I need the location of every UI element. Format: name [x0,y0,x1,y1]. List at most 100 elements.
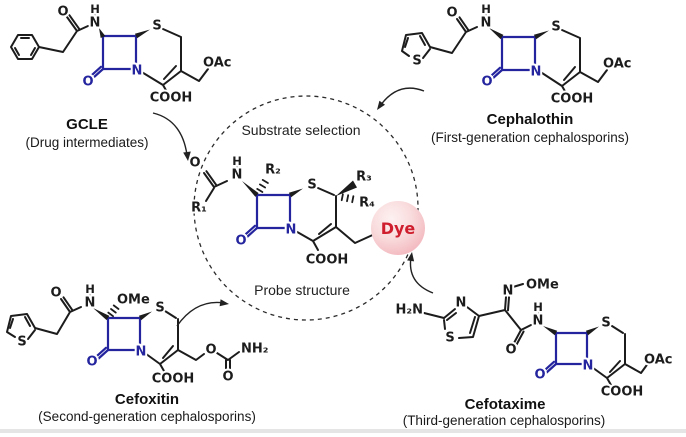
atom-S: S [17,335,26,350]
atom-N: N [503,284,514,299]
atom-O: O [57,5,68,20]
bonds [291,187,378,251]
wedge-bond [288,188,303,198]
atom-COOH: COOH [306,253,349,268]
cefoxitin-structure: S O N H OMe S N O COOH O O NH₂ [6,280,270,389]
cefoxitin-name: Cefoxitin [114,391,180,408]
probe-structure: O R₁ N H R₂ S R₃ R₄ N O COOH [187,152,378,270]
atom-N: N [232,168,243,183]
atom-O: O [86,355,97,370]
substrate-selection-label: Substrate selection [241,122,361,138]
atom-COOH: COOH [601,385,644,400]
atom-O: O [205,343,216,358]
atom-S: S [551,20,560,35]
atom-O: O [189,156,200,171]
arrowhead [183,151,191,161]
bonds [588,325,650,386]
wedge-bond [543,326,558,336]
wedge-bond [585,326,599,336]
atom-O: O [481,75,492,90]
atom-N: N [481,16,492,31]
beta-lactam-ring [255,193,292,230]
cefotaxime-name: Cefotaxime [464,396,546,413]
dye-label: Dye [380,218,416,238]
thiazole-ring [443,306,480,339]
beta-lactam-ring [554,331,589,366]
bonds [203,165,238,202]
bonds [38,12,96,53]
wedge-bond [99,28,106,38]
atom-S: S [307,178,316,193]
atom-COOH: COOH [551,92,594,107]
wedge-bond [93,308,110,321]
atom-O: O [82,75,93,90]
lactam-carbonyl [243,224,259,239]
atom-OAc: OAc [603,57,631,72]
bonds [538,29,608,94]
atom-R4: R₄ [359,196,375,211]
arrows [152,87,434,327]
atom-R1: R₁ [191,201,207,216]
atom-R2: R₂ [265,163,281,178]
hash-bond-OMe [107,304,120,318]
atom-R3: R₃ [356,170,372,185]
hash-bond-R2 [256,179,269,193]
bonds [141,310,179,372]
atom-S: S [601,316,610,331]
arrowhead [377,100,385,110]
atom-N: N [286,223,297,238]
atom-OMe: OMe [117,293,150,308]
wedge-bond [533,30,549,40]
gcle-name: GCLE [66,116,108,133]
atom-N: N [90,16,101,31]
atom-NH2: NH₂ [241,342,268,357]
bonds [429,13,487,54]
arrow-from-cefotaxime [409,256,434,294]
bonds [423,312,445,319]
probe-structure-label: Probe structure [254,282,350,298]
amide-bonds [513,311,540,346]
atom-S: S [152,19,161,34]
cefotaxime-description: (Third-generation cephalosporins) [402,413,606,428]
atom-OAc: OAc [644,353,672,368]
atom-S: S [155,301,164,316]
thiophene-ring [6,313,36,340]
arrowhead [407,252,415,262]
oxime-bonds [478,283,524,331]
wedge-bond [489,28,504,40]
cephalothin-structure: S O N H S N O COOH OAc [401,0,633,109]
benzene-double-bonds [14,37,36,56]
atom-N: N [533,314,544,329]
bonds [34,293,91,335]
atom-COOH: COOH [152,372,195,387]
atom-O: O [534,368,545,383]
cephalothin-name: Cephalothin [486,111,574,128]
benzene-ring [10,34,40,60]
lactam-carbonyl [542,360,558,375]
cefoxitin-description: (Second-generation cephalosporins) [38,409,256,424]
atom-N: N [531,65,542,80]
atom-OAc: OAc [203,56,231,71]
atom-O: O [446,6,457,21]
gcle-structure: O N H S N O COOH OAc [10,0,233,108]
thiazole-double-bonds [446,312,476,334]
cephalothin-description: (First-generation cephalosporins) [430,130,630,145]
gcle-description: (Drug intermediates) [25,135,149,150]
bonds [139,28,209,93]
hash-bond-R4 [340,193,355,204]
atom-N: N [85,296,96,311]
atom-S: S [412,54,421,69]
arrow-from-cefoxitin [176,301,225,327]
atom-O: O [505,343,516,358]
wedge-bond-R3 [336,180,357,196]
dye-ball: Dye [371,201,425,255]
beta-lactam-ring [106,316,142,352]
arrow-from-cephalothin [379,87,425,107]
atom-OMe: OMe [526,278,559,293]
cefotaxime-structure: H₂N N S N OMe O N H S N O COOH OAc [394,276,675,402]
lactam-carbonyl [488,66,504,81]
atom-H: H [481,2,491,16]
atom-S: S [445,331,454,346]
atom-H: H [90,2,100,16]
